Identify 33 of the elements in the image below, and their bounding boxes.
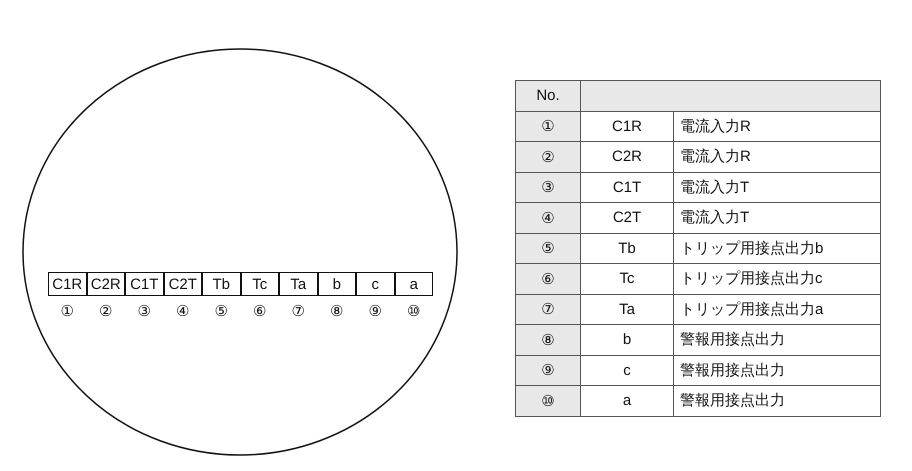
terminal-number: ⑥ [252, 302, 268, 320]
table-cell: No. [515, 80, 581, 112]
table-cell: ⑥ [515, 263, 581, 294]
table-cell: ② [515, 141, 581, 172]
terminal: b [318, 272, 356, 296]
table-cell: 警報用接点出力 [673, 385, 881, 416]
terminal: C2R [86, 272, 125, 296]
terminal: a [394, 272, 433, 296]
terminal: Tb [202, 272, 240, 296]
terminal: c [356, 272, 394, 296]
table-cell: ⑧ [515, 324, 581, 356]
table-cell: ⑨ [515, 354, 581, 386]
circle-outline [22, 48, 458, 456]
terminal-number: ⑨ [368, 302, 383, 320]
terminal-number: ③ [136, 302, 152, 320]
terminal-number: ④ [175, 302, 190, 320]
terminal: C2T [164, 272, 202, 296]
table-cell: ③ [515, 172, 581, 203]
terminal: C1T [125, 272, 164, 296]
terminal-number: ⑧ [329, 302, 344, 320]
terminal-number: ⑩ [406, 302, 422, 320]
terminal-number: ② [98, 302, 114, 320]
terminal-number: ① [60, 302, 75, 320]
terminal: C1R [48, 272, 86, 296]
table-cell: ④ [515, 202, 581, 234]
terminal-number: ⑤ [214, 302, 229, 320]
table-cell: ⑩ [515, 385, 581, 416]
terminal: Ta [279, 272, 318, 296]
table-cell: ⑦ [515, 294, 581, 325]
terminal-number: ⑦ [290, 302, 306, 320]
table-cell: ⑤ [515, 232, 581, 264]
table-cell: ① [515, 110, 581, 142]
terminal: Tc [240, 272, 279, 296]
